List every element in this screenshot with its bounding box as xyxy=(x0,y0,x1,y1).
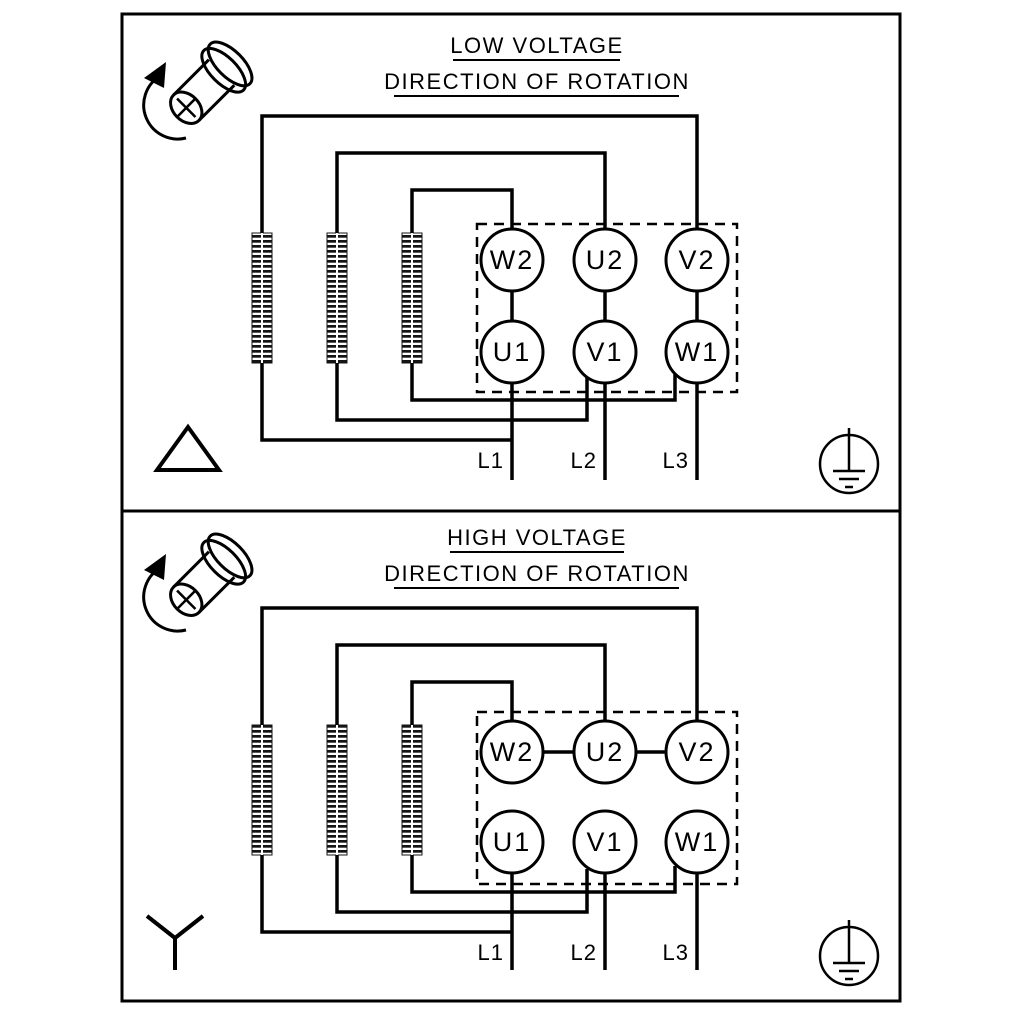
terminal-label: W1 xyxy=(675,337,720,367)
terminal-label: U2 xyxy=(586,245,625,275)
terminal-circle-V2 xyxy=(664,227,730,293)
shaft-rotation-icon xyxy=(142,40,254,141)
wire-winding3-to-W1 xyxy=(410,855,677,894)
shaft-flange-rim xyxy=(200,46,248,94)
terminal-circle-W2 xyxy=(479,719,545,785)
terminal-box xyxy=(475,710,739,886)
wire-winding2-to-U2 xyxy=(335,151,607,233)
star-arm-right xyxy=(173,914,205,940)
terminal-circle-W1 xyxy=(664,319,730,385)
terminal-circle-U1 xyxy=(479,809,545,875)
terminal-label: W1 xyxy=(675,827,720,857)
rotation-arrow-arc xyxy=(142,74,187,141)
terminal-label: V2 xyxy=(678,245,715,275)
shaft-flange-face xyxy=(206,532,254,580)
terminal-circle-W1 xyxy=(664,809,730,875)
wire-winding3-to-W2 xyxy=(410,188,514,233)
terminal-label: U1 xyxy=(493,827,532,857)
panel-title: HIGH VOLTAGE xyxy=(447,525,627,550)
terminal-label: W2 xyxy=(490,245,535,275)
terminal-label: V2 xyxy=(678,737,715,767)
diagram-border xyxy=(120,12,902,1003)
wire-winding1-to-U1 xyxy=(260,855,512,934)
rotation-arrow-head xyxy=(144,62,166,88)
rotation-arrow-arc xyxy=(142,566,187,633)
shaft-rotation-icon xyxy=(142,532,254,633)
terminal-label: W2 xyxy=(490,737,535,767)
motor-windings xyxy=(251,724,423,856)
lead-label-L3: L3 xyxy=(663,448,689,473)
terminal-circle-W2 xyxy=(479,227,545,293)
terminal-circle-V1 xyxy=(572,319,638,385)
lead-label-L1: L1 xyxy=(478,448,504,473)
terminals: W2 U2 V2 U1 V1 W1 xyxy=(479,719,730,875)
terminal-circle-V2 xyxy=(664,719,730,785)
wire-winding1-to-V2 xyxy=(260,114,699,233)
wire-winding1-to-U1 xyxy=(260,363,512,442)
panel-wiring xyxy=(260,606,699,970)
lead-label-L2: L2 xyxy=(571,448,597,473)
terminal-circle-V1 xyxy=(572,809,638,875)
terminal-label: U2 xyxy=(586,737,625,767)
terminal-circle-U1 xyxy=(479,319,545,385)
shaft-cross-mark xyxy=(176,97,197,118)
panel-title: LOW VOLTAGE xyxy=(450,33,623,58)
low-voltage-panel: LOW VOLTAGE DIRECTION OF ROTATION xyxy=(142,33,880,495)
terminal-box xyxy=(475,222,739,394)
delta-symbol-icon xyxy=(153,423,223,472)
star-symbol-icon xyxy=(145,914,205,970)
terminal-links-delta xyxy=(510,291,699,321)
lead-label-L1: L1 xyxy=(478,940,504,965)
lead-label-L3: L3 xyxy=(663,940,689,965)
terminal-circle-U2 xyxy=(572,719,638,785)
rotation-arrow-head xyxy=(144,554,166,580)
terminal-label: U1 xyxy=(493,337,532,367)
wire-winding2-to-U2 xyxy=(335,643,607,725)
lead-label-L2: L2 xyxy=(571,940,597,965)
shaft-flange-rim xyxy=(200,538,248,586)
motor-windings xyxy=(251,232,423,364)
terminal-label: V1 xyxy=(586,337,623,367)
panel-wiring xyxy=(260,114,699,480)
shaft-body-right xyxy=(197,576,236,614)
wire-winding1-to-V2 xyxy=(260,606,699,725)
terminal-label: V1 xyxy=(586,827,623,857)
terminal-circle-U2 xyxy=(572,227,638,293)
ground-icon xyxy=(818,920,880,987)
shaft-body-right xyxy=(197,84,236,122)
wire-winding3-to-W2 xyxy=(410,680,514,725)
panel-subtitle: DIRECTION OF ROTATION xyxy=(384,69,690,94)
panel-subtitle: DIRECTION OF ROTATION xyxy=(384,561,690,586)
shaft-cross-mark xyxy=(176,589,197,610)
wire-winding3-to-W1 xyxy=(410,363,677,402)
high-voltage-panel: HIGH VOLTAGE DIRECTION OF ROTATION xyxy=(142,525,880,987)
shaft-body-left xyxy=(172,550,210,589)
star-arm-left xyxy=(145,914,177,940)
shaft-flange-face xyxy=(206,40,254,88)
terminals: W2 U2 V2 U1 V1 W1 xyxy=(479,227,730,385)
shaft-body-left xyxy=(172,58,210,97)
ground-icon xyxy=(818,428,880,495)
